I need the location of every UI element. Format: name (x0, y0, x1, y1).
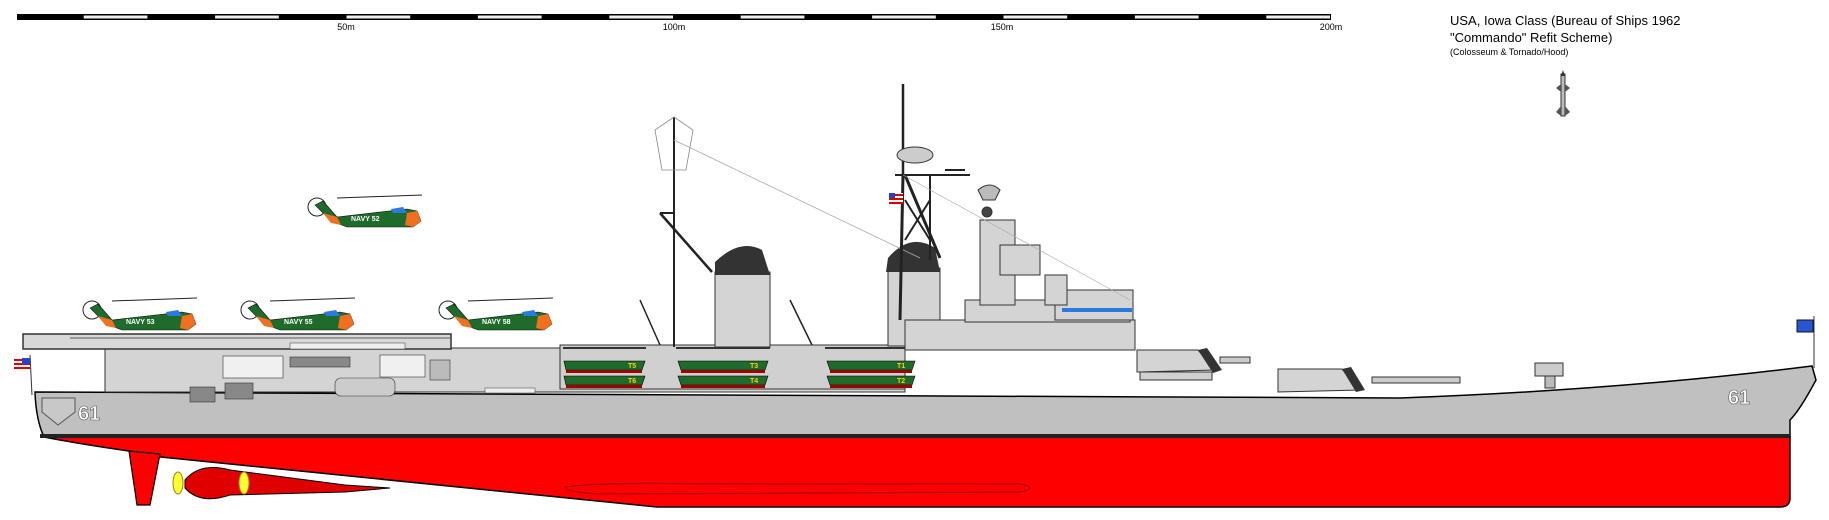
boat-label: T6 (628, 378, 636, 385)
helicopter-label: NAVY 52 (351, 216, 380, 223)
scale-bar: 50m 100m 150m 200m (17, 14, 1342, 32)
helicopter-airborne: NAVY 52 (307, 194, 423, 228)
scale-bar-segment (477, 15, 542, 19)
helicopter-on-deck: NAVY 55 (240, 297, 356, 331)
flight-deck-railing (70, 337, 450, 339)
boot-topping (40, 434, 1790, 438)
boat-bay-2: T3 T4 (676, 347, 770, 388)
helicopter-on-deck: NAVY 58 (438, 297, 554, 331)
helicopter-on-deck: NAVY 53 (82, 297, 198, 331)
title-line-2: "Commando" Refit Scheme) (1450, 30, 1613, 45)
helicopter-label: NAVY 53 (126, 319, 155, 326)
forward-superstructure (904, 184, 1136, 351)
helicopters: NAVY 52 NAVY 53 NAVY 55 NA (82, 194, 554, 331)
boat-label: T5 (628, 363, 636, 370)
main-lattice-mast (895, 84, 1131, 321)
scale-label-100: 100m (663, 22, 686, 32)
scale-bar-segment (346, 15, 411, 19)
stern-anchor-recess (41, 397, 76, 426)
life-rafts (289, 342, 536, 394)
forward-funnel (714, 246, 771, 348)
scale-bar-segment (609, 15, 673, 19)
boat-bay-1: T5 T6 (563, 347, 646, 388)
hull-topside (34, 365, 1817, 438)
scale-bar-segment (83, 15, 148, 19)
hangar-details (189, 354, 451, 403)
helicopter-label: NAVY 58 (482, 319, 511, 326)
scale-label-150: 150m (991, 22, 1014, 32)
boat-label: T4 (750, 378, 758, 385)
boat-label: T2 (897, 378, 905, 385)
turret-2 (1136, 348, 1251, 381)
aft-funnel (886, 241, 941, 347)
turret-1 (1277, 367, 1461, 393)
scale-label-50: 50m (337, 22, 355, 32)
underwater-hull (43, 436, 1791, 508)
boat-label: T3 (750, 363, 758, 370)
title-line-1: USA, Iowa Class (Bureau of Ships 1962 (1450, 13, 1681, 28)
scale-bar-segment (215, 15, 279, 19)
scale-label-200: 200m (1320, 22, 1343, 32)
scale-bar-segment (1134, 15, 1199, 19)
boat-bays: T5 T6 T3 T4 T1 T2 (559, 344, 917, 390)
hull-number-bow: 61 (1728, 387, 1750, 409)
ensign-flag-icon (14, 354, 33, 396)
bridge-windows (1062, 308, 1132, 312)
boat-label: T1 (897, 363, 905, 370)
rudder (128, 450, 161, 506)
scale-bar-segments (83, 15, 1330, 19)
mast-flag-icon (889, 193, 903, 204)
scale-bar-segment (1266, 15, 1330, 19)
hull-number-stern: 61 (78, 403, 100, 425)
aft-mast (639, 116, 921, 347)
propeller-shaft-fairing (184, 467, 391, 500)
boat-bay-3: T1 T2 (825, 347, 917, 388)
scale-bar-segment (740, 15, 805, 19)
title-credit: (Colosseum & Tornado/Hood) (1450, 47, 1569, 57)
scale-bar-segment (872, 15, 936, 19)
drawing-title: USA, Iowa Class (Bureau of Ships 1962 "C… (1450, 12, 1681, 59)
forward-missile-launcher (1534, 362, 1564, 389)
jack-flag-icon (1796, 316, 1815, 368)
propeller-icon (172, 471, 250, 495)
missile-icon (1556, 70, 1570, 117)
scale-bar-segment (1003, 15, 1068, 19)
bilge-keel (564, 482, 1031, 495)
helicopter-label: NAVY 55 (284, 319, 313, 326)
scale-bar-base (17, 14, 1331, 20)
